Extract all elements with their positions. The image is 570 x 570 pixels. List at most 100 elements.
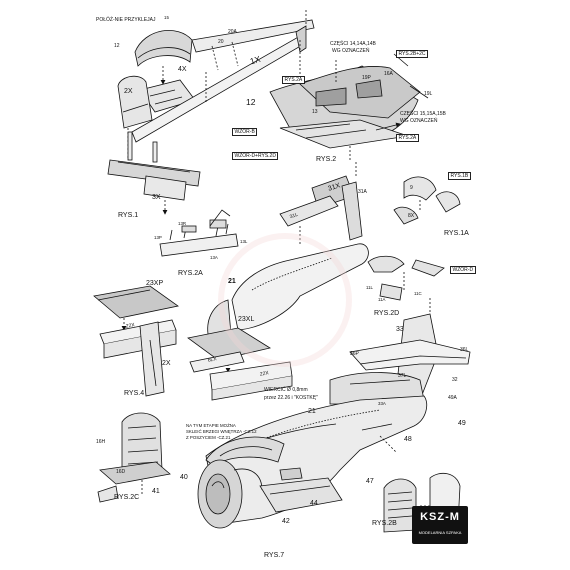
label-36l: 36L: [460, 347, 469, 353]
fin-31l: [279, 195, 339, 227]
spinner: [205, 473, 231, 515]
label-13a: 13A: [210, 255, 218, 260]
strip-6lx: [189, 351, 245, 373]
rys7-group: [197, 395, 428, 529]
label-czesci-14: CZĘŚCI 14,14A,14B: [330, 41, 376, 47]
label-rys2b: RYS.2B: [372, 520, 397, 527]
brand-sub: MODELARNIA SZPAKA: [418, 530, 462, 535]
label-wzor-d: WZÓR-D: [450, 266, 476, 274]
label-poloz: POŁÓŻ-NIE PRZYKLEJAJ: [96, 17, 156, 23]
gear-part: [367, 255, 405, 273]
floor-block: [143, 175, 187, 201]
seat-part-b: [435, 191, 461, 213]
label-2x: 2X: [162, 360, 171, 367]
label-42: 42: [282, 518, 290, 525]
fin-31a: [341, 181, 363, 241]
label-47: 47: [366, 478, 374, 485]
rys2c-group: [97, 412, 171, 503]
label-13l: 13L: [240, 239, 248, 244]
label-16h: 16H: [96, 439, 106, 445]
rys2-group: [269, 53, 429, 162]
label-12: 12: [246, 97, 256, 107]
label-3x: 3X: [152, 194, 161, 201]
seat-back: [121, 412, 163, 477]
plate-23xl: [187, 327, 272, 361]
rys2d-group: [367, 255, 445, 301]
label-rys7: RYS.7: [264, 552, 285, 559]
label-wg-ozn-2: WG OZNACZEŃ: [400, 118, 438, 124]
label-49a: 49A: [448, 395, 457, 401]
rys2a-group: [159, 209, 239, 257]
label-40: 40: [180, 474, 188, 481]
label-note-2: SKLEIĆ BRZEGI WNĘTRZA -CZ.12: [186, 429, 257, 434]
seat-rail: [159, 233, 239, 257]
label-rys4: RYS.4: [124, 390, 145, 397]
label-16d: 16D: [116, 469, 126, 475]
rys1a-group: [393, 176, 461, 225]
label-19p: 19P: [362, 75, 371, 81]
label-11c: 11C: [414, 291, 422, 296]
label-36p: 36P: [350, 351, 359, 357]
strip-1x: [191, 19, 315, 53]
label-11a: 11A: [378, 297, 386, 302]
label-poloz-num: 15: [164, 15, 169, 20]
label-wg-ozn-1: WG OZNACZEŃ: [332, 48, 370, 54]
label-12a: 12: [114, 43, 120, 49]
label-13: 13: [312, 109, 318, 115]
fuselage-upper-shell: [231, 243, 369, 331]
label-21: 21: [308, 408, 316, 415]
seat-part-c: [393, 206, 419, 225]
label-czesci-15: CZĘŚCI 15,15A,15B: [400, 111, 446, 117]
seat-pan: [99, 461, 171, 485]
label-37l: 37L: [398, 373, 407, 379]
label-41: 41: [152, 488, 160, 495]
label-33a: 33A: [378, 401, 386, 406]
label-rys-2a-top: RYS.2A: [282, 76, 305, 84]
label-13p: 13P: [154, 235, 162, 240]
label-20: 20: [218, 39, 224, 45]
label-rys-2a-mid: RYS.2A: [396, 134, 419, 142]
seat-part-a: [403, 176, 437, 201]
label-21-top: 21: [228, 278, 236, 285]
top-cap-part: [134, 30, 193, 67]
label-note-1: NA TYM ETAPIE MOŻNA: [186, 423, 236, 428]
label-rys2c: RYS.2C: [114, 494, 140, 501]
label-wzor-drys: WZÓR-D+RYS.2D: [232, 152, 279, 160]
plate-23xp: [93, 285, 179, 319]
label-rys1a: RYS.1A: [444, 230, 469, 237]
stabilizer: [349, 339, 471, 371]
label-rys2: RYS.2: [316, 156, 337, 163]
label-przez: przez 22.26 i "KOSTKĘ": [264, 395, 318, 401]
brand-name: KSZ-M: [420, 511, 460, 523]
floor-3x: [107, 159, 201, 187]
label-44: 44: [310, 500, 318, 507]
label-19l: 19L: [424, 91, 433, 97]
label-32: 32: [452, 377, 458, 383]
label-rys-2b2c: RYS.2B+2C: [396, 50, 429, 58]
label-16a: 16A: [384, 71, 393, 77]
label-4x: 4X: [178, 66, 187, 73]
label-wzor-b: WZÓR-B: [232, 128, 258, 136]
label-rys-1b: RYS.1B: [448, 172, 471, 180]
label-23xp: 23XP: [146, 280, 164, 287]
label-rys2d: RYS.2D: [374, 310, 400, 317]
label-rys1: RYS.1: [118, 212, 139, 219]
wall-2x: [117, 75, 153, 129]
label-49: 49: [458, 420, 466, 427]
rys4-group: [93, 285, 293, 401]
fin-31-group: [279, 160, 363, 244]
label-11l: 11L: [366, 285, 373, 290]
canopy: [205, 436, 285, 467]
label-wiercic: WIERCIĆ Ø 0,8mm: [264, 387, 308, 393]
label-9: 9: [410, 185, 413, 191]
label-note-3: Z POSZYCIEM -CZ.21: [186, 435, 231, 440]
label-13r: 13R: [178, 221, 187, 226]
label-23xl: 23XL: [238, 316, 255, 323]
label-33: 33: [396, 326, 404, 333]
wing-root: [259, 477, 343, 513]
label-8x: 8X: [408, 213, 415, 219]
label-48: 48: [404, 436, 412, 443]
side-wall-2x: [139, 321, 165, 397]
